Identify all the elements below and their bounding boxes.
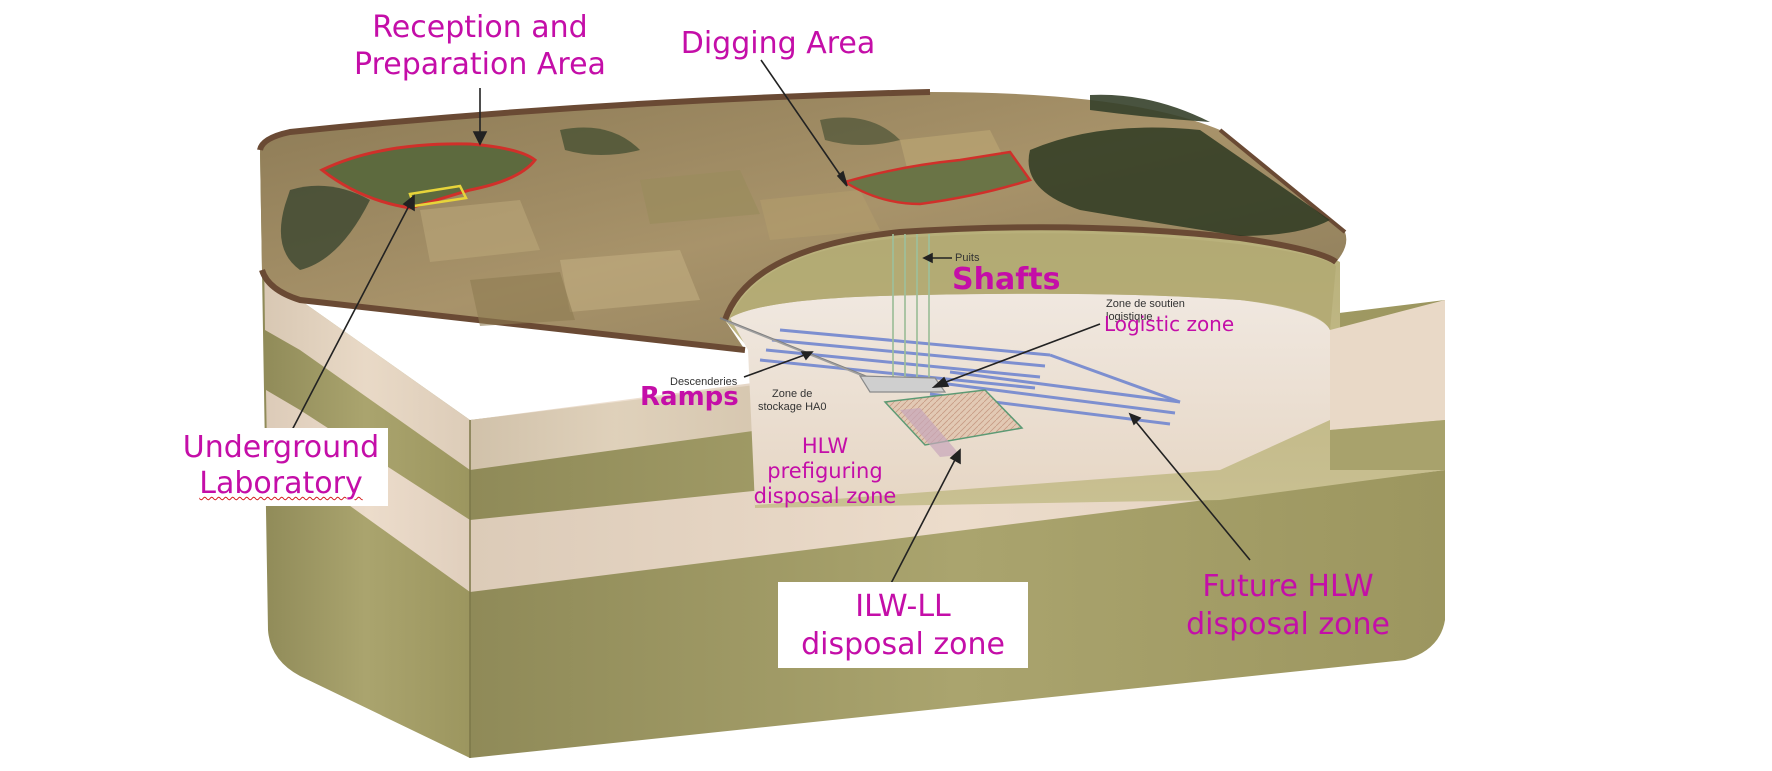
- logistic-zone-label: Logistic zone: [1104, 312, 1235, 336]
- ramps-label: Ramps: [640, 382, 739, 412]
- surface-map: [257, 89, 1347, 353]
- future-hlw-label: Future HLW disposal zone: [1186, 569, 1390, 643]
- repository-galleries: [719, 234, 1181, 457]
- puits-label: Puits: [955, 252, 980, 264]
- digging-area-label: Digging Area: [680, 26, 876, 61]
- zone-soutien-label: Zone de soutien logistique: [1106, 298, 1185, 324]
- leader-arrows: [290, 59, 1251, 594]
- ilw-ll-label: ILW-LL disposal zone: [801, 589, 1005, 663]
- reception-area-label: Reception and Preparation Area: [354, 10, 606, 82]
- underground-label-box: [174, 428, 388, 506]
- descenderies-label: Descenderies: [670, 376, 738, 388]
- ilw-label-box: [778, 582, 1028, 668]
- underground-laboratory-label: Underground Laboratory: [182, 430, 380, 501]
- hlw-prefiguring-label: HLW prefiguring disposal zone: [753, 434, 897, 509]
- shafts-label: Shafts: [952, 262, 1061, 297]
- zone-stockage-label: Zone de stockage HA0: [758, 388, 827, 414]
